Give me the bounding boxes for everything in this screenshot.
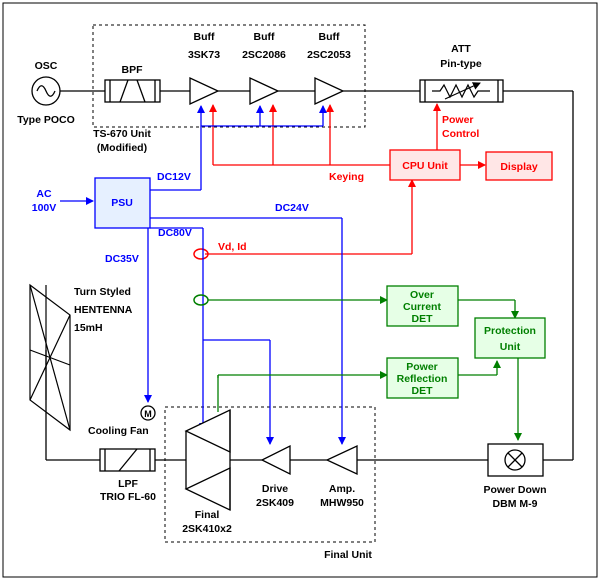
buff2-amplifier-icon — [249, 76, 280, 106]
buff1-part: 3SK73 — [188, 49, 220, 61]
antenna-label-line2: HENTENNA — [74, 304, 133, 316]
over-current-label-line1: Over — [410, 289, 434, 301]
lpf-label-line1: LPF — [118, 478, 138, 490]
buff2-part: 2SC2086 — [242, 49, 286, 61]
cpu-unit-block — [389, 149, 461, 181]
buff1-amplifier-icon — [189, 76, 220, 106]
drive-label-line1: Drive — [262, 483, 288, 495]
amp-amplifier-icon — [325, 444, 358, 476]
power-reflection-label-line2: Reflection — [397, 373, 448, 385]
dc12v-label: DC12V — [157, 171, 191, 183]
bpf-label: BPF — [122, 64, 144, 76]
vd-id-label: Vd, Id — [218, 241, 247, 253]
buff2-title: Buff — [254, 31, 275, 43]
drive-amplifier-icon — [260, 444, 291, 476]
buff3-amplifier-icon — [314, 76, 345, 106]
display-label: Display — [500, 161, 538, 173]
final-label-line2: 2SK410x2 — [182, 523, 232, 535]
final-label-line1: Final — [195, 509, 220, 521]
att-label-line2: Pin-type — [440, 58, 482, 70]
lpf-block — [99, 448, 156, 472]
drive-label-line2: 2SK409 — [256, 497, 294, 509]
blue-power-lines — [60, 105, 346, 445]
power-down-label-line2: DBM M-9 — [493, 498, 538, 510]
psu-label: PSU — [111, 197, 133, 209]
keying-label: Keying — [329, 171, 364, 183]
dc80v-label: DC80V — [158, 227, 192, 239]
att-label-line1: ATT — [451, 43, 471, 55]
buff3-title: Buff — [319, 31, 340, 43]
over-current-label-line3: DET — [412, 313, 434, 325]
cooling-fan-motor-icon — [140, 405, 156, 421]
ac-label-line2: 100V — [32, 202, 57, 214]
over-current-label-line2: Current — [403, 301, 441, 313]
fan-motor-symbol: M — [144, 409, 152, 419]
current-sensor-green — [193, 294, 209, 306]
protection-label-line1: Protection — [484, 325, 536, 337]
psu-block — [94, 177, 151, 229]
ac-label-line1: AC — [36, 188, 52, 200]
power-down-label-line1: Power Down — [483, 484, 546, 496]
cpu-unit-label: CPU Unit — [402, 160, 448, 172]
type-poco-label: Type POCO — [17, 114, 75, 126]
antenna-label-line3: 15mH — [74, 322, 103, 334]
final-unit-label: Final Unit — [324, 549, 372, 561]
green-protection-lines — [208, 296, 522, 441]
dc24v-label: DC24V — [275, 202, 309, 214]
hentenna-antenna-icon — [29, 283, 71, 432]
ts670-unit-box — [92, 24, 366, 128]
power-control-label-line2: Control — [442, 128, 479, 140]
amp-label-line1: Amp. — [329, 483, 355, 495]
ts670-label-line2: (Modified) — [97, 142, 147, 154]
amp-label-line2: MHW950 — [320, 497, 364, 509]
rf-signal-path — [45, 90, 574, 461]
current-sensor-red — [193, 248, 209, 260]
final-amplifier-icon — [184, 408, 231, 512]
power-reflection-det-block — [386, 357, 459, 399]
protection-label-line2: Unit — [500, 341, 521, 353]
cooling-fan-label: Cooling Fan — [88, 425, 149, 437]
power-reflection-label-line3: DET — [412, 385, 434, 397]
power-control-label-line1: Power — [442, 114, 474, 126]
display-block — [485, 151, 553, 181]
ts670-label-line1: TS-670 Unit — [93, 128, 151, 140]
buff3-part: 2SC2053 — [307, 49, 351, 61]
dc35v-label: DC35V — [105, 253, 139, 265]
antenna-label-line1: Turn Styled — [74, 286, 131, 298]
over-current-det-block — [386, 285, 459, 327]
protection-unit-block — [474, 317, 546, 359]
lpf-label-line2: TRIO FL-60 — [100, 491, 156, 503]
bpf-block — [104, 79, 161, 103]
red-control-lines — [205, 103, 486, 255]
power-down-block — [487, 443, 544, 477]
att-block — [419, 79, 504, 103]
osc-label: OSC — [35, 60, 58, 72]
buff1-title: Buff — [194, 31, 215, 43]
sine-icon — [36, 85, 56, 97]
power-reflection-label-line1: Power — [406, 361, 438, 373]
